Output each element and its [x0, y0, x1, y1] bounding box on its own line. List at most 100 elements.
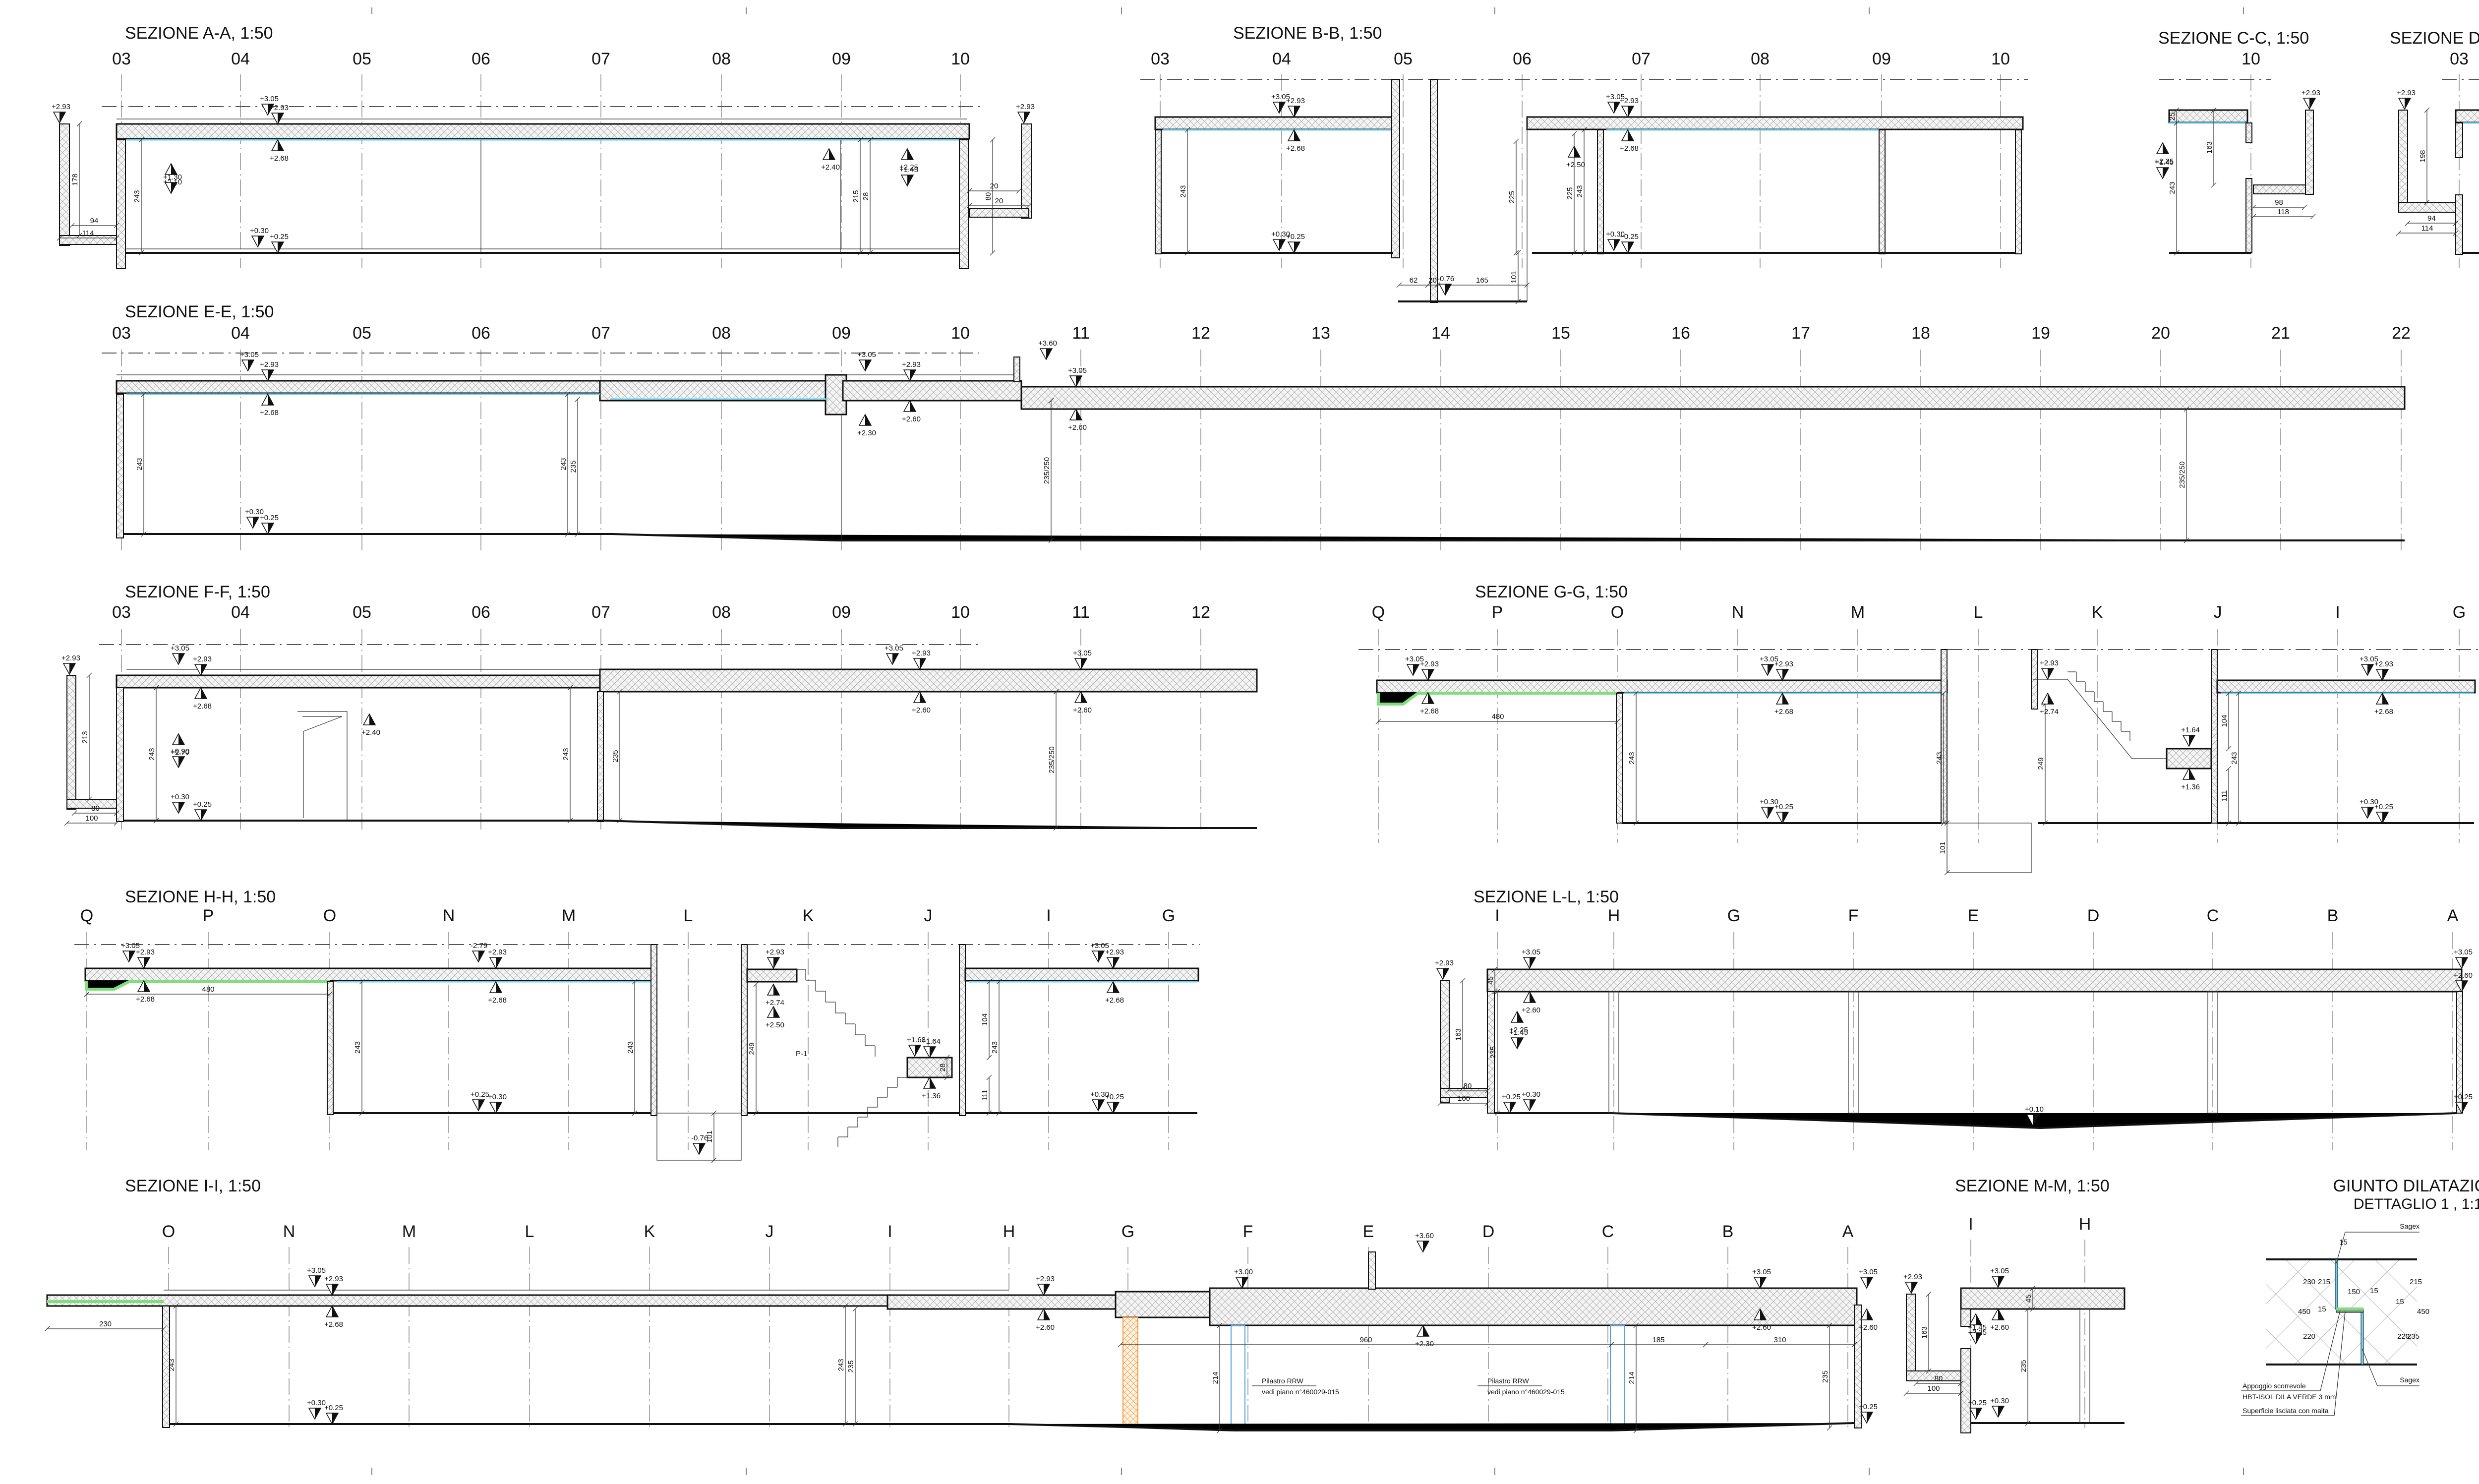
elevation-label: +3.05 [1752, 1268, 1771, 1276]
elevation-fill-icon [1098, 951, 1104, 962]
elevation-marker: +0.30 [1760, 798, 1778, 819]
dimension-tick [966, 203, 972, 209]
dimension-tick [842, 1303, 848, 1309]
elevation-marker: +1.45 [1509, 1028, 1528, 1050]
elevation-marker: +3.05 [1752, 1268, 1771, 1289]
elevation-marker: +1.36 [2181, 768, 2200, 791]
detail-title: GIUNTO DILATAZIONE [2333, 1177, 2479, 1195]
roof-slab [1486, 968, 2463, 993]
dimension-tick [138, 250, 144, 256]
elevation-fill-icon [910, 401, 916, 412]
dimension-tick [852, 1306, 858, 1312]
elevation-marker: +2.68 [270, 139, 289, 163]
elevation-fill-icon [829, 149, 835, 160]
elevation-label: +3.05 [260, 95, 279, 103]
dimension-label: 25 [2168, 113, 2177, 121]
elevation-fill-icon [59, 112, 65, 123]
dimension-label: 243 [133, 190, 141, 202]
dimension-tick [575, 396, 581, 402]
grid-axis-label: H [1608, 906, 1620, 925]
elevation-fill-icon [268, 370, 274, 381]
elevation-fill-icon [1574, 146, 1580, 157]
dimension-label: 101 [1510, 271, 1518, 283]
detail-dimension-label: 450 [2417, 1307, 2429, 1316]
grid-axis-label: 05 [353, 50, 371, 68]
grid-axis-label: Q [80, 906, 93, 925]
elevation-fill-icon [1294, 130, 1300, 141]
grid-axis-label: 05 [353, 603, 371, 622]
grid-axis-label: D [2087, 906, 2100, 925]
grid-axis-label: N [1732, 603, 1744, 622]
elevation-label: +0.25 [2454, 1093, 2473, 1101]
elevation-marker: +2.93 [260, 360, 279, 382]
elevation-label: +0.30 [171, 793, 189, 801]
elevation-label: +3.05 [307, 1266, 326, 1275]
grid-axis-label: E [1968, 906, 1979, 925]
dimension-tick [2405, 220, 2411, 226]
grid-axis-label: 03 [112, 324, 131, 343]
section-drawings [44, 7, 2479, 1475]
elevation-label: +1.64 [2181, 726, 2200, 734]
dimension-tick [1048, 537, 1054, 543]
dimension-label: 28 [939, 1064, 947, 1072]
elevation-fill-icon [1423, 1241, 1429, 1252]
grid-axis-label: 07 [1632, 50, 1651, 68]
elevation-label: +2.93 [61, 654, 80, 662]
elevation-marker: +2.93 [52, 103, 70, 124]
elevation-fill-icon [2163, 168, 2169, 178]
elevation-marker: +2.30 [1415, 1324, 1434, 1348]
elevation-marker: +0.30 [250, 227, 269, 248]
elevation-label: +0.25 [1502, 1093, 1521, 1101]
elevation-fill-icon [332, 1306, 338, 1317]
grid-axis-label: 03 [112, 50, 131, 68]
elevation-label: +3.05 [2360, 655, 2378, 663]
elevation-label: +0.25 [1286, 233, 1305, 241]
elevation-marker: +0.30 [171, 793, 189, 814]
roof-slab [84, 967, 656, 982]
elevation-fill-icon [144, 981, 150, 992]
elevation-fill-icon [1443, 968, 1449, 979]
elevation-fill-icon [2367, 807, 2373, 818]
elevation-marker: +2.68 [260, 393, 279, 417]
dimension-label: 214 [1628, 1371, 1636, 1384]
elevation-fill-icon [332, 1413, 338, 1424]
dimension-label: 163 [2205, 141, 2214, 154]
dimension-tick [2250, 214, 2256, 220]
stair-label: P-1 [796, 1050, 807, 1058]
elevation-marker: +2.93 [324, 1275, 343, 1296]
grid-axis-label: 04 [231, 50, 250, 68]
section-title: SEZIONE H-H, 1:50 [125, 888, 276, 906]
elevation-fill-icon [1044, 1309, 1050, 1320]
dimension-tick [632, 979, 638, 985]
grid-axis-label: 19 [2031, 324, 2050, 343]
sagex-strip [2335, 1259, 2338, 1309]
dimension-tick [114, 235, 119, 241]
elevation-marker: +1.64 [2181, 726, 2200, 747]
detail-dimension-label: 220 [2303, 1332, 2315, 1341]
elevation-marker: +0.30 [1606, 230, 1625, 251]
parapet-left [66, 675, 76, 810]
dimension-tick [1515, 298, 1521, 304]
elevation-fill-icon [1517, 1038, 1523, 1049]
shaft-wall [1391, 79, 1400, 258]
dimension-tick [1958, 1380, 1964, 1386]
dimension-tick [161, 1326, 167, 1332]
dimension-tick [1633, 820, 1639, 826]
elevation-fill-icon [315, 1408, 321, 1419]
shaft-wall [1941, 649, 1948, 824]
elevation-label: +0.30 [1271, 230, 1290, 238]
elevation-label: +2.68 [324, 1320, 343, 1329]
elevation-label: +2.30 [1415, 1340, 1434, 1348]
elevation-label: +2.93 [1435, 959, 1454, 967]
detail-dimension-label: 15 [2318, 1305, 2326, 1313]
elevation-marker: +3.05 [1068, 366, 1087, 388]
elevation-label: +1.64 [922, 1037, 941, 1046]
dimension-label: 198 [2419, 150, 2427, 162]
elevation-label: +2.93 [2040, 659, 2059, 667]
elevation-label: +2.68 [488, 996, 507, 1005]
section-title: SEZIONE M-M, 1:50 [1955, 1177, 2110, 1195]
elevation-fill-icon [1911, 1282, 1917, 1293]
elevation-label: +2.93 [2397, 89, 2416, 97]
elevation-fill-icon [129, 951, 135, 962]
dimension-tick [944, 1074, 950, 1080]
